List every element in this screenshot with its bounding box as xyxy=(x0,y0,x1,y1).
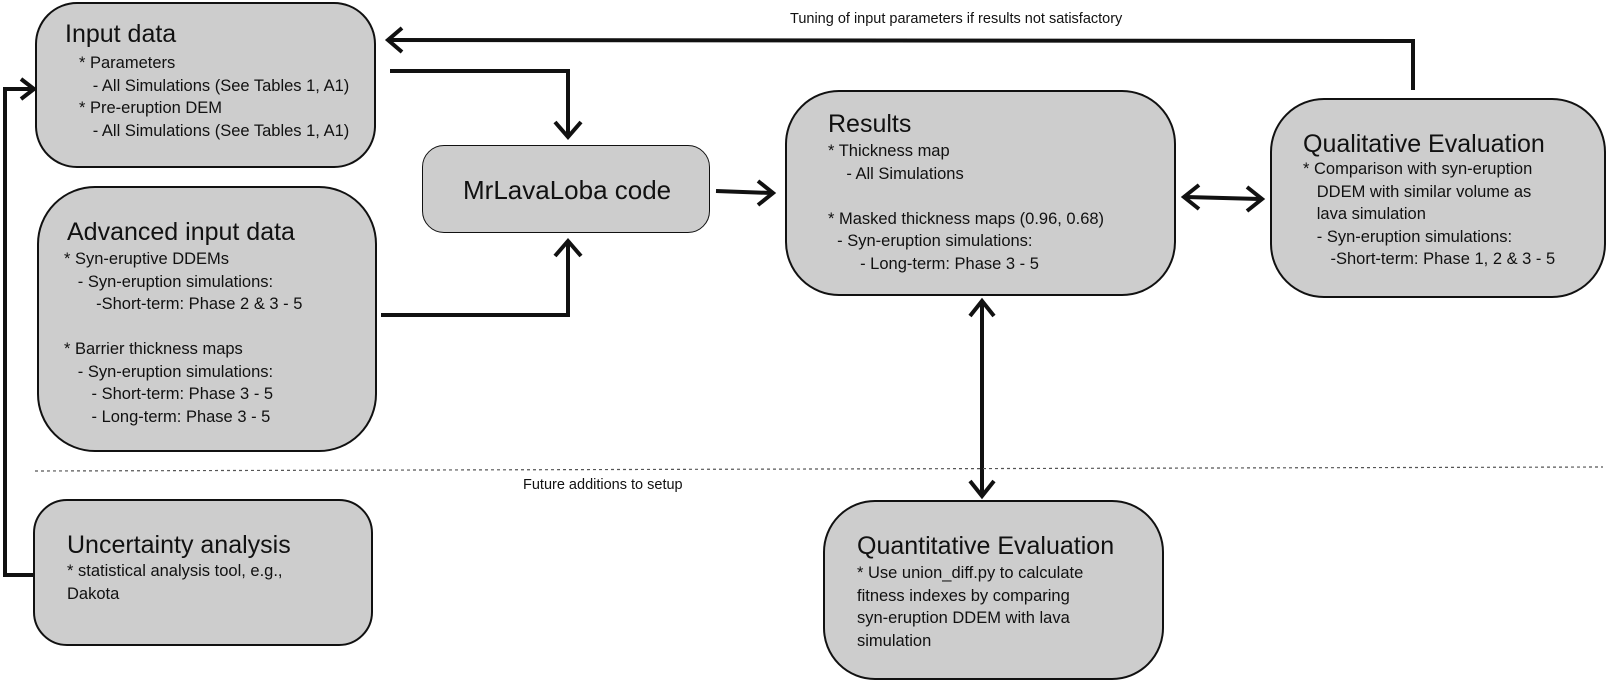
qualitative-evaluation-box: Qualitative Evaluation * Comparison with… xyxy=(1270,98,1606,298)
arrowhead-code-to-results xyxy=(756,179,777,207)
arrowhead-feedback-tuning xyxy=(384,26,404,54)
advanced-input-text: * Syn-eruptive DDEMs - Syn-eruption simu… xyxy=(64,250,303,426)
uncertainty-analysis-box: Uncertainty analysis * statistical analy… xyxy=(33,499,373,646)
uncertainty-analysis-text: * statistical analysis tool, e.g., Dakot… xyxy=(67,562,283,603)
arrowhead-results-side xyxy=(1180,183,1201,211)
qualitative-evaluation-text: * Comparison with syn-eruption DDEM with… xyxy=(1303,160,1556,268)
arrow-results-qualitative xyxy=(1185,195,1261,201)
results-text: * Thickness map - All Simulations * Mask… xyxy=(828,142,1105,273)
arrowhead-quantitative-end xyxy=(968,479,996,500)
arrow-input-to-code xyxy=(390,69,570,135)
arrowhead-uncertainty-to-input xyxy=(19,77,38,101)
arrowhead-results-end xyxy=(968,297,996,318)
arrowhead-advanced-to-code xyxy=(553,237,583,258)
arrow-feedback-tuning xyxy=(387,38,1415,90)
advanced-input-box: Advanced input data * Syn-eruptive DDEMs… xyxy=(37,186,377,452)
mrlavaloba-code-title: MrLavaLoba code xyxy=(463,175,672,205)
input-data-box: Input data * Parameters - All Simulation… xyxy=(35,2,376,168)
arrow-code-to-results xyxy=(715,189,772,195)
arrow-uncertainty-to-input xyxy=(3,87,33,577)
results-title: Results xyxy=(828,110,912,138)
quantitative-evaluation-box: Quantitative Evaluation * Use union_diff… xyxy=(823,500,1164,680)
arrowhead-qualitative-side xyxy=(1245,185,1266,213)
mrlavaloba-code-box: MrLavaLoba code xyxy=(422,145,710,233)
input-data-title: Input data xyxy=(65,20,177,48)
input-data-text: * Parameters - All Simulations (See Tabl… xyxy=(79,54,350,140)
future-divider-line xyxy=(34,466,1604,472)
results-box: Results * Thickness map - All Simulation… xyxy=(785,90,1176,296)
quantitative-evaluation-text: * Use union_diff.py to calculate fitness… xyxy=(857,564,1084,650)
future-additions-caption: Future additions to setup xyxy=(523,477,683,493)
tuning-caption: Tuning of input parameters if results no… xyxy=(790,11,1123,27)
advanced-input-title: Advanced input data xyxy=(67,218,295,246)
qualitative-evaluation-title: Qualitative Evaluation xyxy=(1303,130,1545,158)
quantitative-evaluation-title: Quantitative Evaluation xyxy=(857,532,1115,560)
uncertainty-analysis-title: Uncertainty analysis xyxy=(67,531,291,559)
arrow-advanced-to-code xyxy=(381,244,570,317)
arrowhead-input-to-code xyxy=(553,120,583,141)
